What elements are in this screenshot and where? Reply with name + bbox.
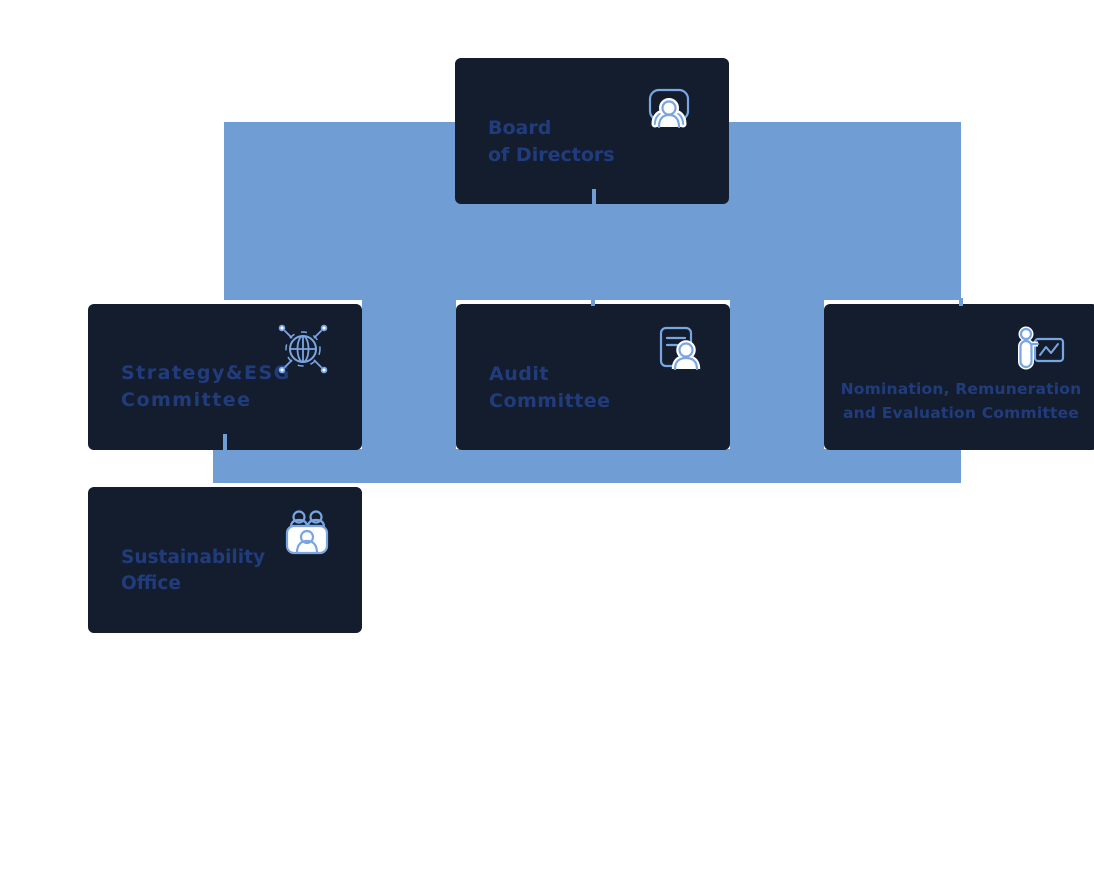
- card-label: Strategy&ESG Committee: [121, 360, 291, 414]
- card-label-line1: Board: [488, 117, 552, 139]
- card-label-line2: Committee: [489, 390, 611, 412]
- card-label-line2: Committee: [121, 389, 252, 411]
- connector-tick-nomination: [959, 298, 963, 306]
- team-meeting-icon: [280, 505, 334, 559]
- card-label-line2: and Evaluation Committee: [842, 404, 1080, 422]
- document-person-icon: [653, 323, 701, 371]
- card-label-line1: Nomination, Remuneration: [840, 380, 1082, 398]
- card-label-line1: Audit: [489, 363, 549, 385]
- connector-strip-right: [730, 300, 824, 449]
- card-sustainability-office: Sustainability Office: [88, 484, 362, 633]
- card-label-line2: Office: [121, 573, 181, 594]
- connector-tick-board: [592, 189, 596, 204]
- card-strategy-esg-committee: Strategy&ESG Committee: [88, 301, 362, 450]
- card-label-line1: Sustainability: [121, 547, 265, 568]
- presenter-chart-icon: [1015, 325, 1067, 377]
- card-label-line1: Strategy&ESG: [121, 362, 291, 384]
- connector-tick-audit: [591, 298, 595, 306]
- card-label: Sustainability Office: [121, 545, 265, 597]
- card-audit-committee: Audit Committee: [456, 301, 730, 450]
- card-label: Board of Directors: [488, 115, 615, 169]
- globe-network-icon: [273, 318, 333, 378]
- card-board-of-directors: Board of Directors: [455, 55, 729, 204]
- card-label: Nomination, Remuneration and Evaluation …: [829, 377, 1093, 425]
- connector-bottom-bar: [213, 449, 961, 483]
- connector-strip-left: [362, 300, 456, 449]
- card-nomination-remuneration-evaluation-committee: Nomination, Remuneration and Evaluation …: [824, 301, 1094, 450]
- card-label-line2: of Directors: [488, 144, 615, 166]
- connector-tick-strategy: [223, 434, 227, 450]
- card-label: Audit Committee: [489, 361, 611, 415]
- meeting-icon: [643, 83, 695, 135]
